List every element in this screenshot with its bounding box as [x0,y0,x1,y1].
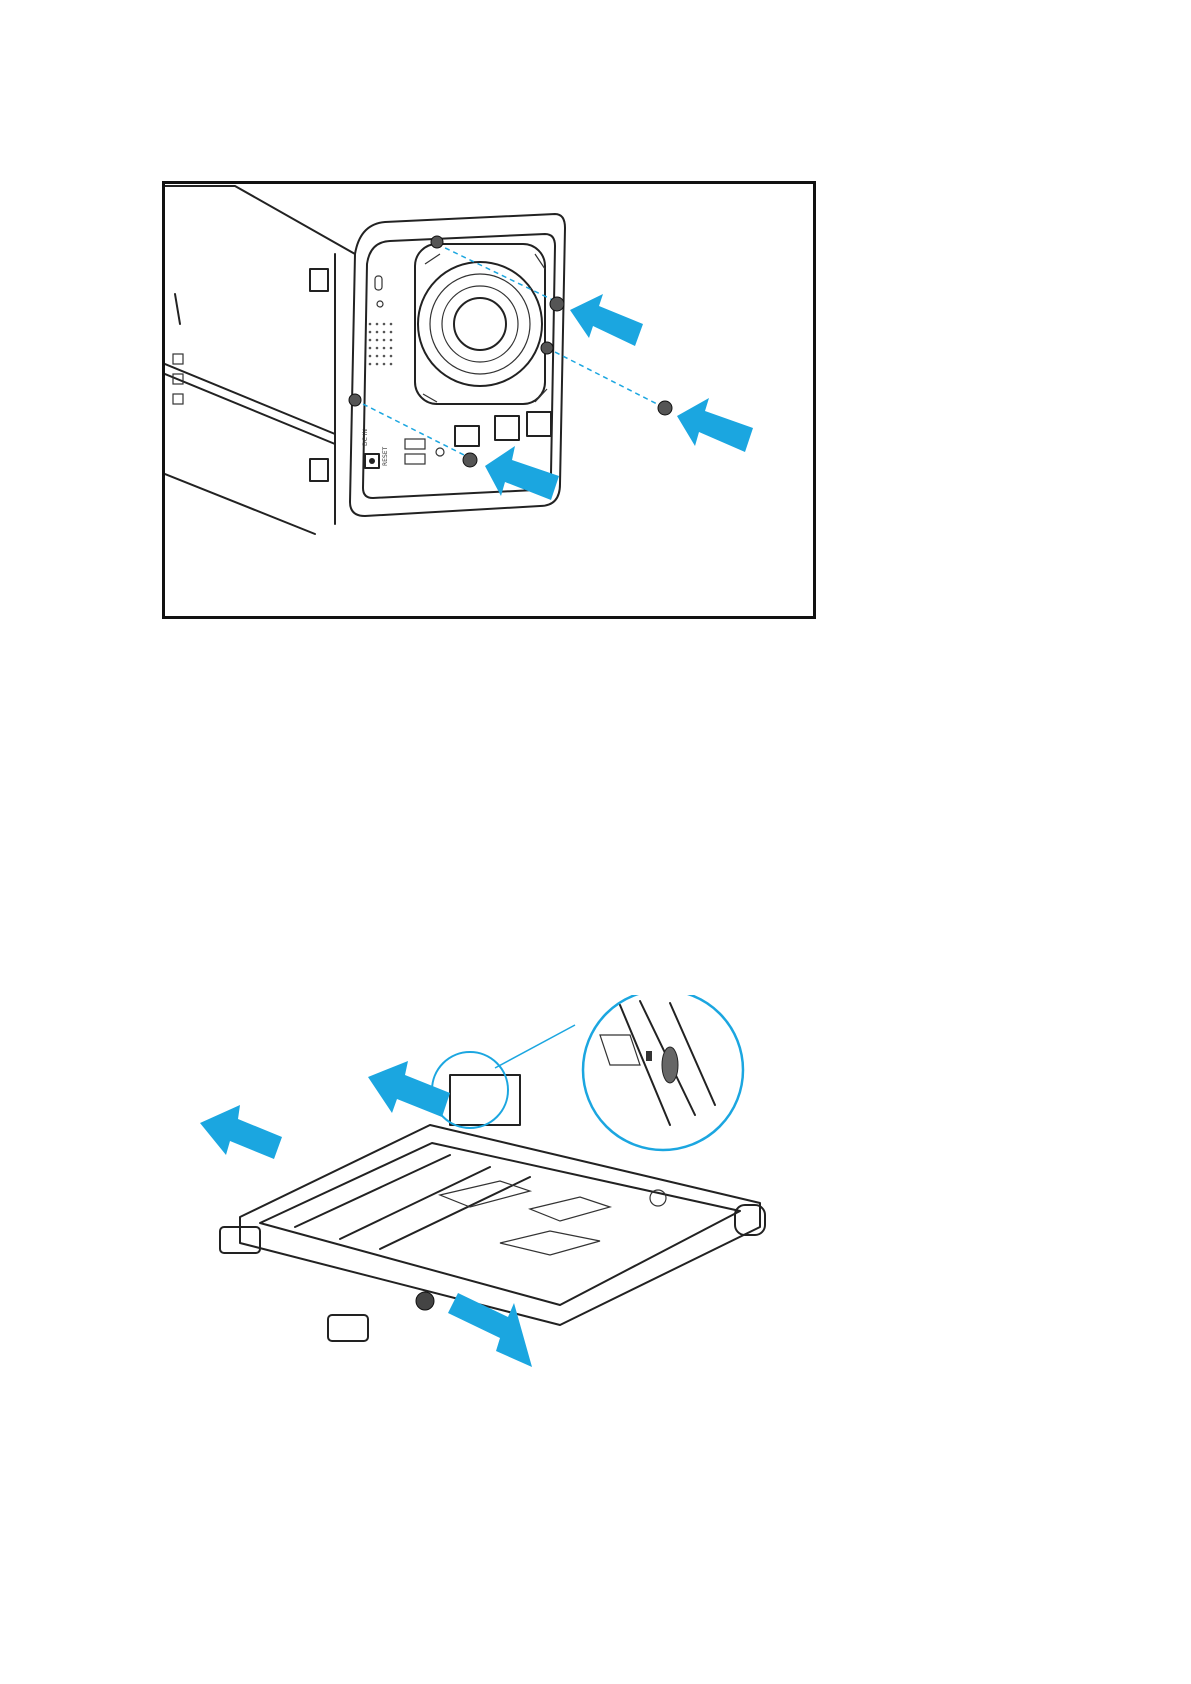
ethernet-port-icon [495,416,519,440]
ethernet-port-icon [527,412,551,436]
arrow-icon [200,1105,282,1159]
vent-holes [369,323,393,366]
nas-rear-illustration: DC IN RESET [165,184,813,616]
rear-panel-screw-diagram: DC IN RESET [162,181,816,619]
drive-tray-illustration [200,995,800,1385]
dc-in-label: DC IN [362,429,369,446]
usb-port-icon [405,454,425,464]
screw-guide-lines [355,244,661,458]
screw-icon [463,453,477,467]
arrow-icon [570,294,643,346]
kensington-lock-icon [375,276,382,290]
arrow-icon [677,398,753,452]
arrows [200,1061,532,1367]
arrows [485,294,753,500]
screw-icon [658,401,672,415]
drive-tray-diagram [200,995,800,1385]
screw-icon [541,342,553,354]
screw-icon [550,297,564,311]
fan-icon [415,244,547,404]
screw-icon [431,236,443,248]
magnifier-icon [432,995,743,1150]
usb-port-icon [405,439,425,449]
screw-icon [349,394,361,406]
arrow-icon [448,1293,532,1367]
ports: DC IN RESET [362,412,551,468]
ethernet-port-icon [455,426,479,446]
reset-label: RESET [382,446,389,466]
enclosure-side [165,186,355,534]
